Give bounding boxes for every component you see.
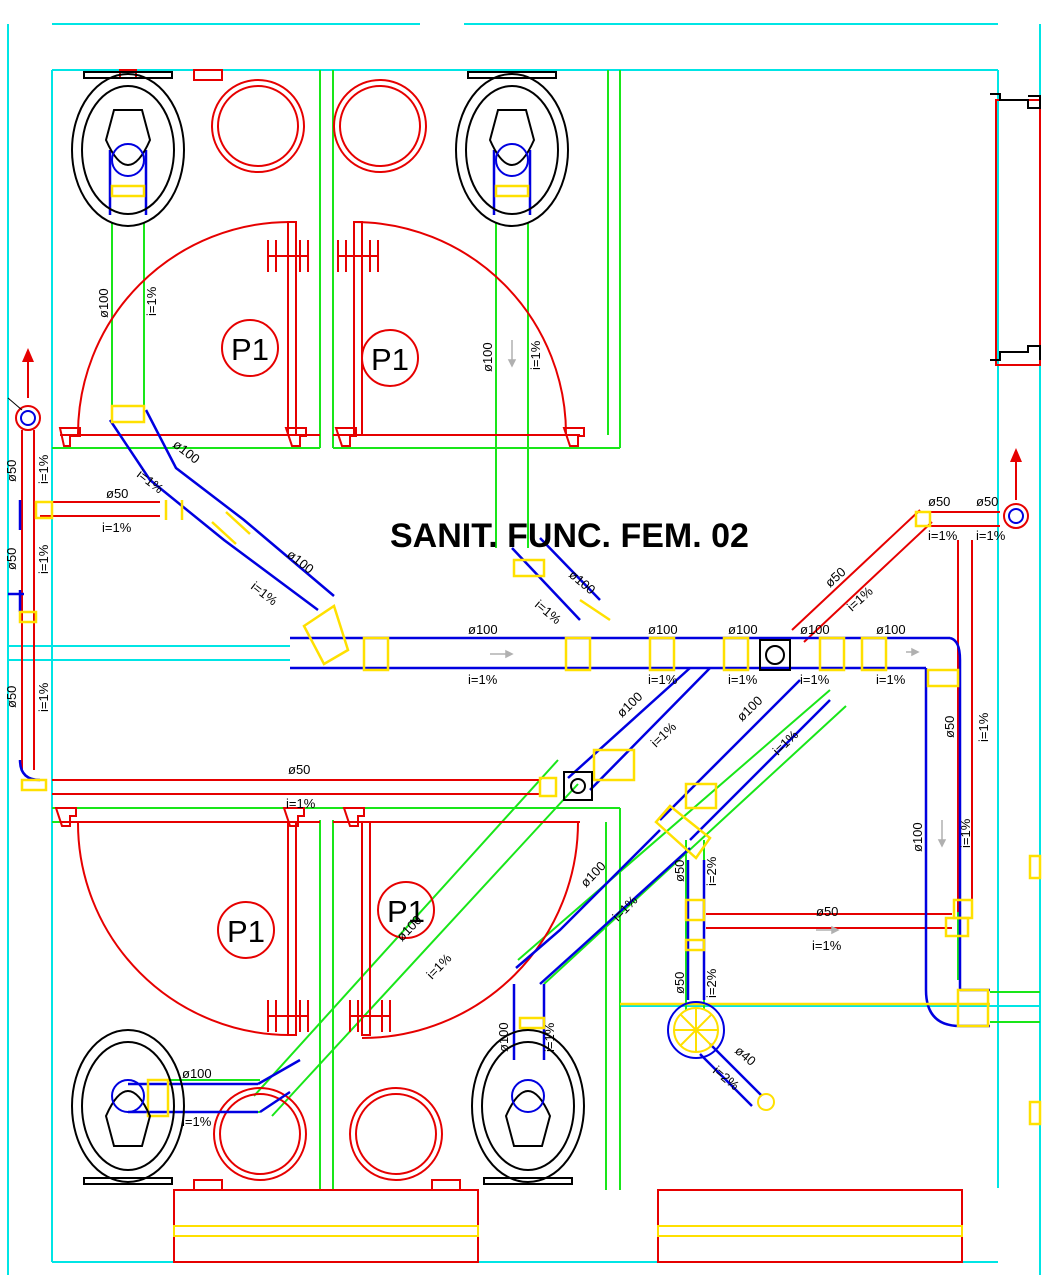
wall-cabinet [990,93,1041,366]
fittings [18,184,1042,1126]
svg-text:ø50: ø50 [816,904,838,919]
pipe-labels: ø100 i=1% ø100 i=1% ø100 i=1% ø100 i=1% … [4,286,1006,1129]
svg-text:ø100: ø100 [480,342,495,372]
flow-arrows [490,340,947,935]
svg-text:ø100: ø100 [614,689,646,720]
svg-text:ø100: ø100 [800,622,830,637]
svg-text:i=1%: i=1% [144,286,159,316]
svg-text:ø40: ø40 [732,1043,759,1069]
toilet-icon [471,1029,585,1185]
toilet-icon [71,1029,185,1185]
svg-text:ø100: ø100 [182,1066,212,1081]
red-circles [119,69,461,1191]
svg-text:i=1%: i=1% [36,544,51,574]
room-title: SANIT. FUNC. FEM. 02 [390,517,749,555]
svg-text:i=1%: i=1% [648,672,678,687]
svg-text:i=1%: i=1% [876,672,906,687]
svg-text:i=1%: i=1% [976,528,1006,543]
floor-drain-icon [667,1001,775,1111]
svg-text:ø100: ø100 [648,622,678,637]
svg-text:i=1%: i=1% [542,1022,557,1052]
svg-text:ø50: ø50 [672,972,687,994]
svg-text:i=2%: i=2% [710,1063,742,1094]
svg-text:i=1%: i=1% [648,719,680,750]
svg-text:ø50: ø50 [4,548,19,570]
svg-text:i=1%: i=1% [844,583,876,614]
svg-text:ø100: ø100 [496,1022,511,1052]
svg-text:i=1%: i=1% [468,672,498,687]
svg-text:i=1%: i=1% [528,340,543,370]
svg-text:ø100: ø100 [876,622,906,637]
svg-text:ø50: ø50 [928,494,950,509]
svg-text:ø100: ø100 [910,822,925,852]
toilet-icon [455,71,569,227]
svg-text:i=1%: i=1% [532,597,564,628]
vent-riser [15,405,41,431]
svg-text:ø50: ø50 [4,686,19,708]
svg-text:i=1%: i=1% [958,818,973,848]
vent-arrow-icon [22,348,34,362]
svg-text:ø100: ø100 [284,547,317,577]
door-tag: P1 [227,914,265,949]
svg-text:i=1%: i=1% [812,938,842,953]
svg-text:ø100: ø100 [96,288,111,318]
counters [173,1189,963,1263]
svg-text:i=1%: i=1% [800,672,830,687]
svg-text:ø100: ø100 [728,622,758,637]
svg-text:i=1%: i=1% [770,727,802,758]
door-tags: P1 P1 P1 P1 [217,319,435,959]
svg-text:i=2%: i=2% [704,968,719,998]
door-tag: P1 [231,332,269,367]
svg-text:i=2%: i=2% [704,856,719,886]
svg-text:i=1%: i=1% [976,712,991,742]
svg-text:i=1%: i=1% [286,796,316,811]
svg-text:ø100: ø100 [170,437,203,467]
svg-text:i=1%: i=1% [928,528,958,543]
vent-riser [1003,503,1029,529]
svg-text:ø50: ø50 [976,494,998,509]
vent-pipes [21,356,1017,929]
svg-text:ø50: ø50 [106,486,128,501]
svg-text:i=1%: i=1% [728,672,758,687]
svg-text:i=1%: i=1% [36,682,51,712]
svg-text:i=1%: i=1% [36,454,51,484]
toilet-icon [71,71,185,227]
svg-text:ø50: ø50 [672,860,687,882]
vent-arrow-icon [1010,448,1022,462]
svg-text:i=1%: i=1% [423,950,454,982]
door-tag: P1 [387,894,425,929]
svg-text:ø50: ø50 [942,716,957,738]
doors [54,221,585,1039]
svg-text:i=1%: i=1% [102,520,132,535]
svg-text:ø50: ø50 [4,460,19,482]
svg-text:i=1%: i=1% [248,579,281,609]
svg-text:i=1%: i=1% [182,1114,212,1129]
svg-text:ø100: ø100 [468,622,498,637]
door-tag: P1 [371,342,409,377]
svg-text:i=1%: i=1% [134,467,167,497]
inspection-box-icon [563,639,791,801]
svg-text:ø50: ø50 [822,564,849,590]
svg-text:ø50: ø50 [288,762,310,777]
